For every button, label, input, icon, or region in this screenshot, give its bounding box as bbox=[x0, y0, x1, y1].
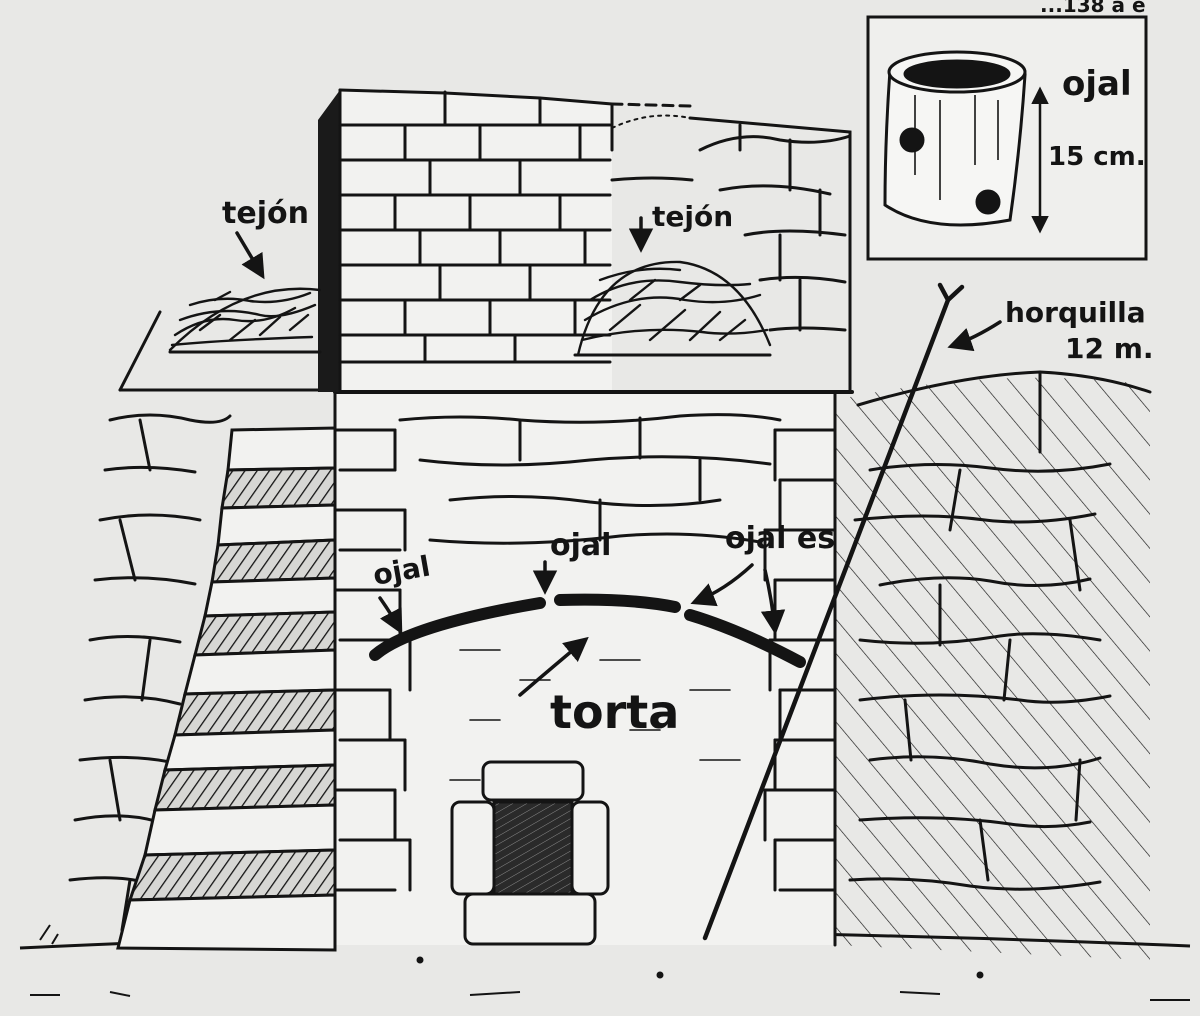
pointer-arrows bbox=[235, 216, 1002, 697]
label-horquilla: horquilla bbox=[1005, 296, 1146, 329]
ojal-inset bbox=[866, 15, 1148, 261]
right-hillside bbox=[835, 370, 1152, 960]
kiln-door bbox=[450, 760, 610, 946]
label-torta: torta bbox=[550, 685, 679, 739]
label-inset-ojal: ojal bbox=[1062, 64, 1132, 104]
ojal-tube-icon bbox=[883, 50, 1027, 227]
label-horquilla-length: 12 m. bbox=[1065, 332, 1154, 365]
chimney bbox=[318, 88, 852, 394]
kiln-front bbox=[333, 390, 854, 947]
horquilla-pole bbox=[702, 282, 965, 941]
striped-column bbox=[116, 426, 337, 952]
corner-text: ...138 a e bbox=[1040, 0, 1146, 17]
tejon-left-pile bbox=[168, 287, 322, 354]
label-ojal-center: ojal bbox=[550, 528, 611, 563]
tejon-center-pile bbox=[573, 260, 772, 357]
ojal-arc bbox=[369, 593, 806, 668]
label-ojales: ojal es bbox=[725, 521, 835, 556]
label-tejon-left: tejón bbox=[222, 196, 309, 231]
label-tejon-center: tejón bbox=[652, 200, 733, 233]
label-inset-size: 15 cm. bbox=[1048, 142, 1146, 172]
